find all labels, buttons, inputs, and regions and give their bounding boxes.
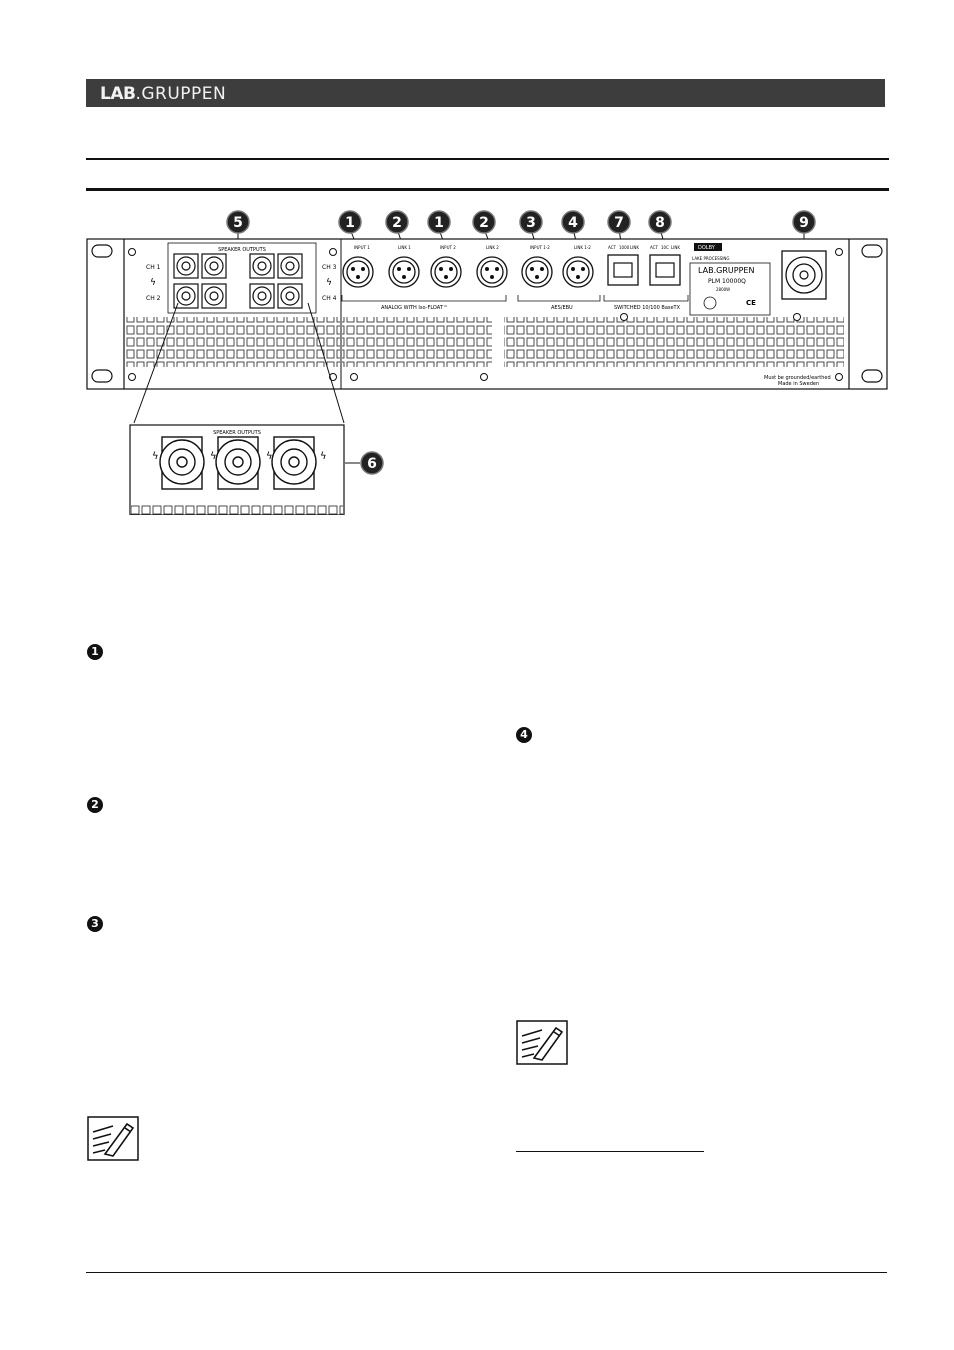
link-underline — [516, 1151, 704, 1152]
section-marker-1: 1 — [87, 644, 103, 660]
speakon-connectors — [173, 253, 303, 309]
panel-screws — [128, 248, 843, 381]
zoom-title: SPEAKER OUTPUTS — [213, 430, 261, 436]
callout-9: 9 — [799, 215, 809, 231]
vent-grid-center — [342, 317, 492, 367]
channel-label-2: CH 2 — [146, 295, 161, 302]
label-brand: LAB.GRUPPEN — [698, 266, 754, 275]
callout-1: 1 — [345, 215, 355, 231]
brand-lab: LAB — [100, 84, 136, 104]
ethernet-ports: ACT 1000 LINK ACT 10C LINK — [607, 245, 681, 286]
grounded-text: Must be grounded/earthed — [764, 375, 831, 381]
aes-input-label: INPUT 1-2 — [530, 245, 550, 250]
note-icon — [87, 1116, 139, 1161]
callout-5: 5 — [233, 215, 243, 231]
callout-markers: 5 1 2 1 2 3 4 7 8 9 6 — [226, 210, 816, 475]
analog-group-label: ANALOG WITH Iso-FLOAT™ — [381, 305, 448, 311]
eth-link-1: LINK — [630, 245, 639, 250]
callout-3: 3 — [526, 215, 536, 231]
callout-1b: 1 — [434, 215, 444, 231]
callout-8: 8 — [655, 215, 665, 231]
channel-label-3: CH 3 — [322, 264, 337, 271]
aes-group-label: AES/EBU — [551, 305, 573, 311]
lightning-icon: ϟ — [326, 278, 332, 288]
lightning-icon: ϟ — [210, 451, 217, 462]
section-marker-3: 3 — [87, 916, 103, 932]
label-power: 2800W — [716, 287, 730, 292]
eth-speed-2: 10C — [661, 245, 669, 250]
speaker-outputs-label: SPEAKER OUTPUTS — [218, 247, 266, 253]
eth-link-2: LINK — [671, 245, 680, 250]
network-group-label: SWITCHED 10/100 BaseTX — [614, 305, 681, 311]
vent-grid-left — [126, 317, 340, 367]
section-rule-top — [86, 158, 889, 160]
rear-panel-diagram: SPEAKER OUTPUTS CH 1 CH 2 CH 3 CH 4 ϟ ϟ — [86, 210, 888, 515]
callout-6: 6 — [367, 456, 377, 472]
link-label-2: LINK 2 — [486, 245, 499, 250]
xlr-connectors: INPUT 1 LINK 1 INPUT 2 LINK 2 INPUT 1-2 … — [342, 245, 594, 288]
speaker-outputs-zoom: SPEAKER OUTPUTS ϟ ϟ ϟ ϟ — [129, 424, 345, 515]
callout-4: 4 — [568, 215, 578, 231]
lightning-icon: ϟ — [152, 451, 159, 462]
made-in-text: Made in Sweden — [778, 381, 819, 387]
vent-grid-right — [504, 317, 844, 367]
callout-7: 7 — [614, 215, 624, 231]
section-marker-4: 4 — [516, 727, 532, 743]
eth-act-2: ACT — [650, 245, 658, 250]
brand-logo: LAB.GRUPPEN — [100, 84, 226, 104]
ce-mark: CE — [746, 299, 756, 307]
callout-2: 2 — [392, 215, 402, 231]
rating-label: DOLBY LAKE PROCESSING LAB.GRUPPEN PLM 10… — [689, 243, 771, 316]
footer-rule — [86, 1272, 887, 1273]
input-label-1: INPUT 1 — [354, 245, 370, 250]
mains-connector — [781, 250, 827, 300]
input-label-2: INPUT 2 — [440, 245, 456, 250]
lightning-icon: ϟ — [266, 451, 273, 462]
eth-speed-1: 1000 — [619, 245, 630, 250]
lake-label: LAKE PROCESSING — [692, 256, 730, 261]
channel-label-1: CH 1 — [146, 264, 161, 271]
lightning-icon: ϟ — [320, 451, 327, 462]
header-bar — [86, 79, 885, 107]
dolby-label: DOLBY — [698, 245, 716, 251]
label-model: PLM 10000Q — [708, 278, 746, 285]
link-label-1: LINK 1 — [398, 245, 411, 250]
section-rule-bottom — [86, 188, 889, 191]
lightning-icon: ϟ — [150, 278, 156, 288]
note-icon — [516, 1020, 568, 1065]
channel-label-4: CH 4 — [322, 295, 337, 302]
eth-act-1: ACT — [608, 245, 616, 250]
callout-2b: 2 — [479, 215, 489, 231]
rack-holes — [91, 244, 883, 383]
aes-link-label: LINK 1-2 — [574, 245, 591, 250]
brand-gruppen: .GRUPPEN — [135, 84, 227, 104]
section-marker-2: 2 — [87, 797, 103, 813]
speaker-output-block: SPEAKER OUTPUTS CH 1 CH 2 CH 3 CH 4 ϟ ϟ — [146, 242, 337, 314]
